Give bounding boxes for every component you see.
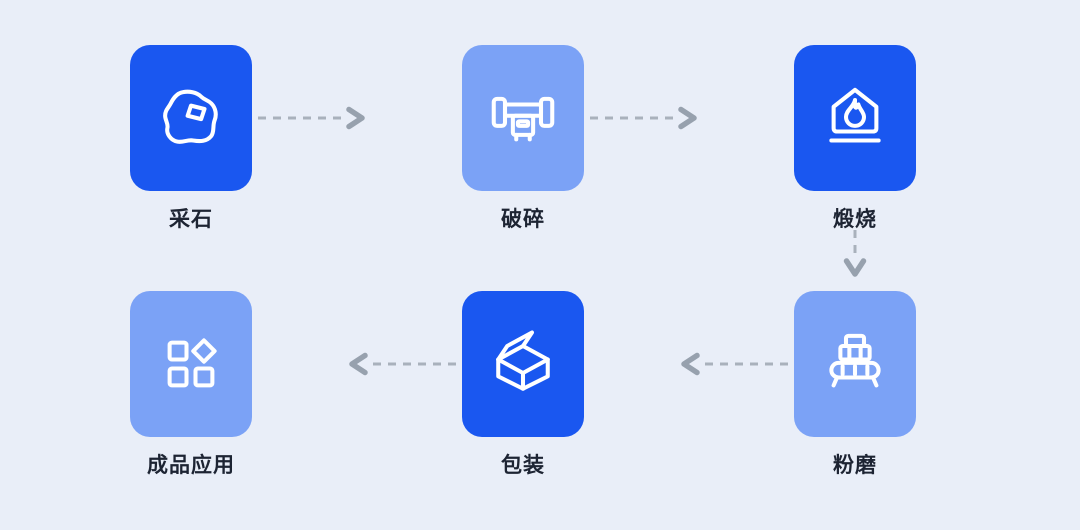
arrow-packaging-to-finished-application — [349, 352, 456, 376]
arrow-grinding-to-packaging — [681, 352, 788, 376]
flow-node-packaging: 包装 — [462, 291, 584, 479]
node-label-grinding: 粉磨 — [833, 454, 877, 477]
arrow-quarrying-to-crushing — [258, 106, 365, 130]
arrow-left-icon — [681, 352, 700, 376]
package-box-icon — [496, 330, 550, 391]
rock-icon — [163, 89, 218, 144]
apps-grid-icon — [167, 338, 217, 388]
arrow-left-icon — [349, 352, 368, 376]
node-label-crushing: 破碎 — [501, 208, 545, 231]
arrow-down-icon — [843, 258, 867, 277]
arrow-calcination-to-grinding — [843, 230, 867, 277]
flow-node-crushing: 破碎 — [462, 45, 584, 233]
node-card-calcination — [794, 45, 916, 191]
flow-node-calcination: 煅烧 — [794, 45, 916, 233]
node-card-grinding — [794, 291, 916, 437]
node-card-packaging — [462, 291, 584, 437]
node-card-quarrying — [130, 45, 252, 191]
node-card-crushing — [462, 45, 584, 191]
mill-icon — [829, 333, 881, 388]
flow-node-quarrying: 采石 — [130, 45, 252, 233]
arrow-right-icon — [346, 106, 365, 130]
node-label-packaging: 包装 — [501, 454, 545, 477]
node-label-quarrying: 采石 — [169, 208, 213, 231]
node-label-calcination: 煅烧 — [833, 208, 877, 231]
node-card-finished-application — [130, 291, 252, 437]
crusher-icon — [491, 96, 555, 142]
flow-node-finished-application: 成品应用 — [130, 291, 252, 479]
node-label-finished-application: 成品应用 — [147, 454, 235, 477]
flow-node-grinding: 粉磨 — [794, 291, 916, 479]
arrow-right-icon — [678, 106, 697, 130]
arrow-crushing-to-calcination — [590, 106, 697, 130]
kiln-flame-icon — [829, 87, 881, 143]
